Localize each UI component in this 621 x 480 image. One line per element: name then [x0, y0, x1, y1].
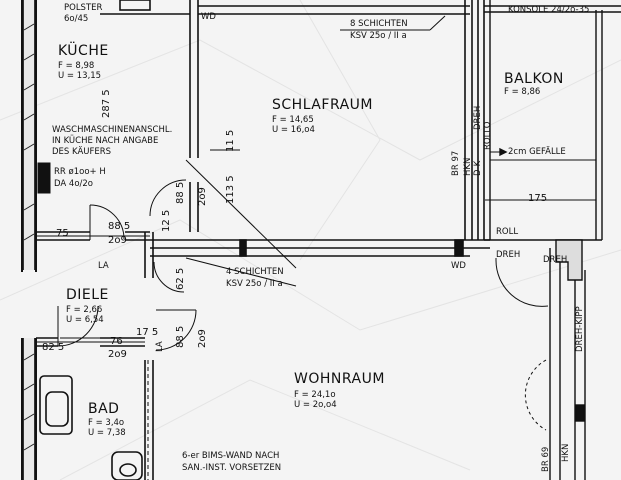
waschmaschine-note-2: IN KÜCHE NACH ANGABE — [52, 136, 159, 146]
schlafraum-name: SCHLAFRAUM — [272, 97, 374, 113]
diele-perimeter: U = 6,54 — [66, 315, 104, 325]
roll-label: ROLL — [496, 227, 519, 237]
bad-perimeter: U = 7,38 — [88, 428, 126, 438]
balcony — [484, 0, 621, 241]
schlafraum-perimeter: U = 16,o4 — [272, 125, 315, 135]
kueche-area: F = 8,98 — [58, 61, 95, 71]
waschmaschine-note-1: WASCHMASCHINENANSCHL. — [52, 125, 173, 135]
dim-175-b: 17 5 — [136, 327, 159, 338]
wohnraum-area: F = 24,1o — [294, 390, 336, 400]
dim-175: 175 — [528, 193, 548, 204]
dreh-vertical-label: DREH — [473, 105, 483, 130]
dim-76: 76 — [110, 336, 123, 347]
schlafraum-area: F = 14,65 — [272, 115, 314, 125]
dim-885-a: 88 5 — [108, 221, 131, 232]
dim-885-c: 88 5 — [175, 325, 186, 348]
dk-label: D-K — [473, 160, 483, 176]
wohnraum-perimeter: U = 2o,o4 — [294, 400, 337, 410]
la-label-1: LA — [98, 261, 109, 271]
wohnraum-right-wall — [549, 239, 586, 480]
dim-209-d: 2o9 — [197, 329, 208, 348]
dim-209-a: 2o9 — [108, 235, 127, 246]
dimension-lines — [36, 15, 596, 343]
waschmaschine-note-3: DES KÄUFERS — [52, 147, 112, 157]
balkon-name: BALKON — [504, 71, 564, 87]
bims-note-1: 6-er BIMS-WAND NACH — [182, 451, 280, 461]
polster-dimension: 6o/45 — [64, 14, 89, 24]
konsole-note: KONSOLE 24/2o-35 — [508, 5, 590, 15]
dim-885-b: 88 5 — [175, 181, 186, 204]
wd-label-1: WD — [201, 12, 216, 22]
dim-125: 12 5 — [161, 209, 172, 232]
diele-name: DIELE — [66, 287, 109, 303]
schichten-8-note: 8 SCHICHTEN — [350, 19, 408, 29]
dim-75: 75 — [56, 228, 69, 239]
schichten-4-note: 4 SCHICHTEN — [226, 267, 284, 277]
hkn-label-1: HKN — [463, 157, 473, 176]
kueche-perimeter: U = 13,15 — [58, 71, 102, 81]
dim-625: 62 5 — [175, 267, 186, 290]
rr-note: RR ø1oo+ H — [54, 167, 106, 177]
br97-label: BR 97 — [451, 150, 461, 176]
dreh-kipp-label: DREH-KIPP — [575, 306, 585, 352]
da-note: DA 4o/2o — [54, 179, 93, 189]
dim-287: 287 5 — [101, 89, 112, 118]
wd-label-2: WD — [451, 261, 466, 271]
bims-note-2: SAN.-INST. VORSETZEN — [182, 463, 282, 473]
dreh-label-2: DREH — [543, 255, 568, 265]
gefaelle-note: 2cm GEFÄLLE — [508, 147, 566, 157]
door-swings — [57, 179, 549, 431]
bad-area: F = 3,4o — [88, 418, 125, 428]
la-label-2: LA — [155, 341, 165, 352]
hkn-label-2: HKN — [561, 443, 571, 462]
dim-825: 82 5 — [42, 342, 65, 353]
ksv-note-2: KSV 25o / II a — [226, 279, 283, 289]
ksv-note-1: KSV 25o / II a — [350, 31, 407, 41]
interior-walls — [36, 0, 490, 480]
dreh-label-1: DREH — [496, 250, 521, 260]
polster-label: POLSTER — [64, 3, 103, 13]
dim-209-b: 2o9 — [197, 187, 208, 206]
diele-area: F = 2,66 — [66, 305, 103, 315]
wohnraum-name: WOHNRAUM — [294, 371, 385, 387]
rollo-label: ROLLO — [483, 121, 493, 150]
bad-name: BAD — [88, 401, 120, 417]
balkon-area: F = 8,86 — [504, 87, 541, 97]
dim-115: 11 5 — [225, 129, 236, 152]
exterior-walls — [21, 0, 51, 480]
dim-1135: 113 5 — [225, 175, 236, 204]
kueche-name: KÜCHE — [58, 43, 109, 59]
br69-label: BR 69 — [541, 446, 551, 472]
dim-209-c: 2o9 — [108, 349, 127, 360]
